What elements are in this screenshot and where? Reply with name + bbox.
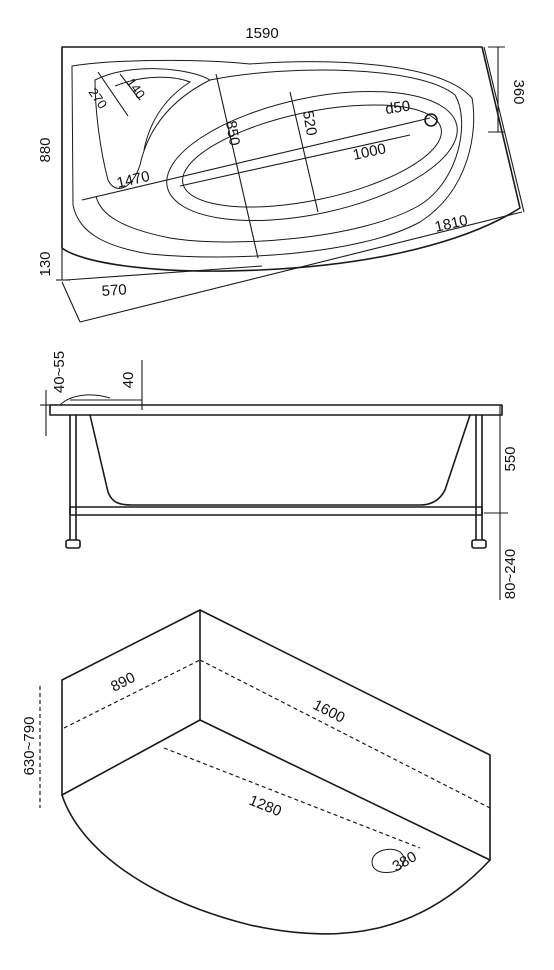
dim-570-label: 570 [101, 281, 127, 300]
dim-270-label: 270 [86, 85, 111, 111]
panel-floor-back [199, 719, 491, 861]
basin-ellipse [166, 90, 458, 222]
dim-40-55-label: 40~55 [51, 351, 68, 393]
side-foot-left [65, 539, 81, 549]
dim-1000-label: 1000 [351, 140, 387, 164]
dim-1600-line [199, 659, 491, 809]
dim-630-790-label: 630~790 [21, 717, 38, 776]
dim-drain-label: d50 [384, 98, 411, 118]
dim-570-line [65, 265, 263, 281]
dim-850-label: 850 [222, 119, 243, 147]
tub-outline [61, 46, 521, 272]
dim-520-line [289, 91, 319, 213]
basin-inner-ellipse [182, 104, 442, 208]
side-rim-lip [59, 394, 111, 406]
side-rim [49, 404, 503, 416]
panel-cutout [371, 848, 405, 873]
side-tub-body [89, 414, 471, 506]
panel-front-curve [61, 794, 491, 935]
dim-1470-label: 1470 [115, 168, 151, 192]
headrest-inner [114, 76, 192, 151]
side-foot-right [471, 539, 487, 549]
dim-140-line [119, 73, 141, 101]
headrest-contour [94, 68, 212, 189]
dim-520-label: 520 [299, 109, 320, 137]
dim-360-label: 360 [510, 79, 527, 104]
side-view: 40~55 40 550 80~240 [40, 351, 519, 600]
dim-140-label: 140 [124, 75, 149, 101]
dim-1590-label: 1590 [245, 25, 278, 42]
dim-850-line [215, 73, 259, 259]
dim-1000-line [179, 134, 411, 187]
panel-back [199, 609, 491, 861]
panel-floor-diag [61, 719, 201, 796]
dim-890-line [63, 659, 201, 729]
dim-1280-line [163, 747, 421, 849]
panel-view: 890 1600 630~790 1280 380 [21, 609, 491, 935]
top-view: 1590 360 880 130 1470 1810 570 850 520 1 [37, 25, 527, 323]
dim-80-240-label: 80~240 [502, 549, 519, 599]
dim-890-label: 890 [108, 669, 138, 696]
dim-40-label: 40 [120, 372, 137, 389]
dim-1810-label: 1810 [433, 212, 469, 236]
dim-1600-label: 1600 [310, 696, 347, 726]
drain-circle [424, 113, 438, 127]
dim-880-label: 880 [37, 137, 54, 162]
dim-270-line [97, 71, 129, 117]
dim-1810-line [79, 211, 523, 323]
dim-1470-line [81, 117, 431, 201]
dim-130-label: 130 [37, 251, 54, 276]
dim-550-label: 550 [502, 446, 519, 471]
inner-contour [95, 69, 462, 243]
rim-contour [71, 59, 475, 258]
panel-side [61, 609, 201, 681]
side-frame-bar [69, 506, 483, 516]
dim-1280-label: 1280 [247, 792, 284, 820]
